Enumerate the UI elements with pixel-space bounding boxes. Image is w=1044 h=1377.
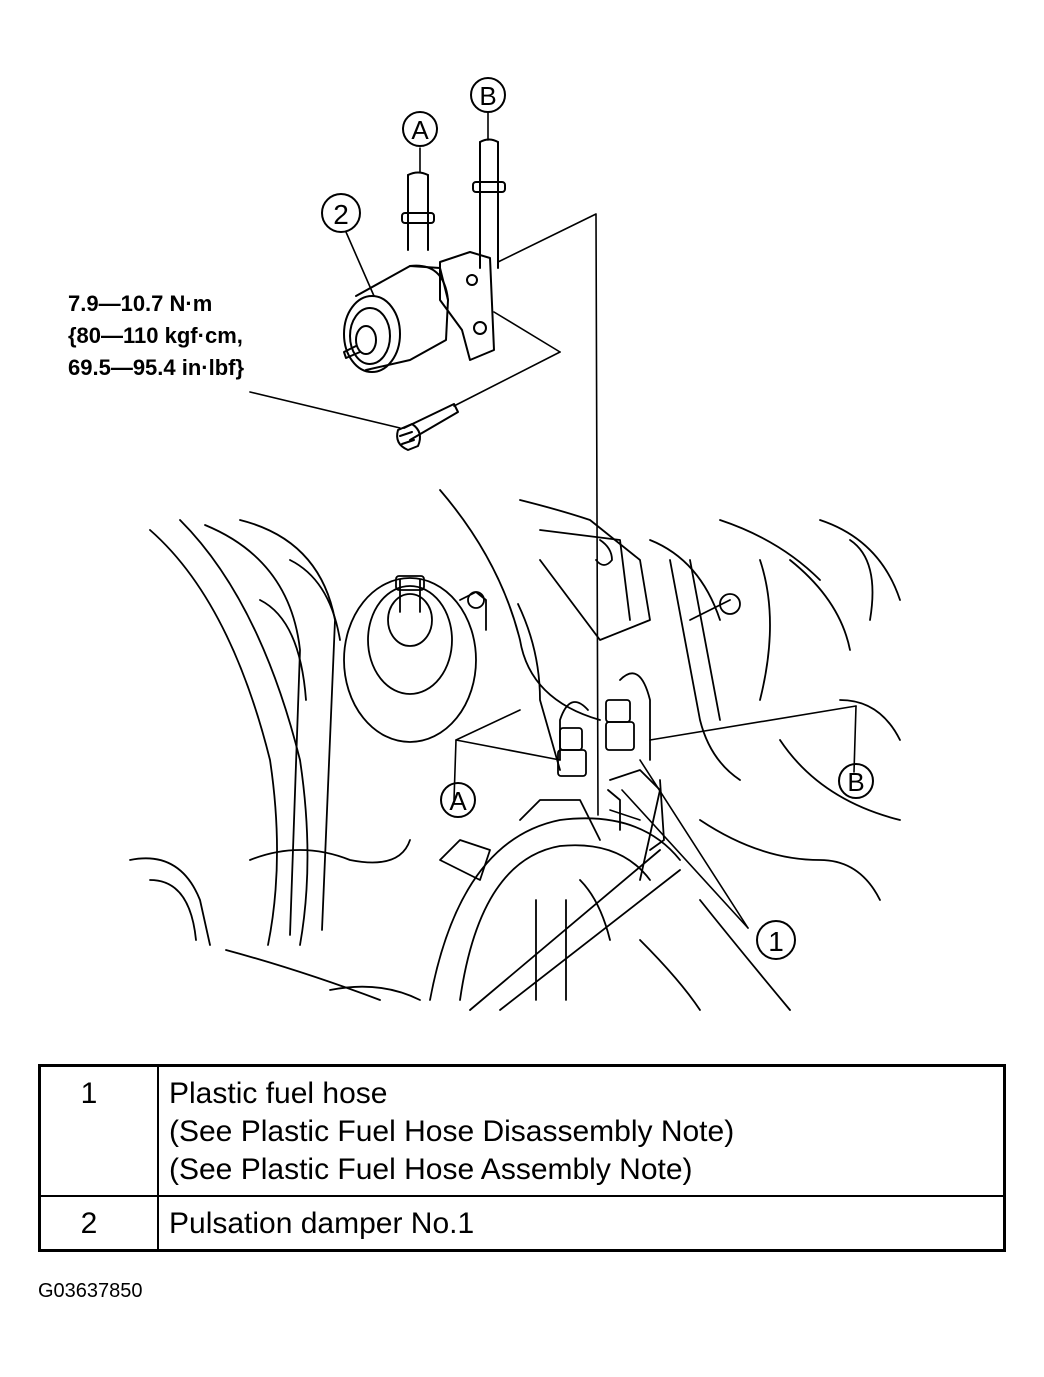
callout-a-bottom: A: [440, 782, 476, 818]
legend-row-number: 1: [38, 1064, 159, 1197]
figure-code: G03637850: [38, 1280, 143, 1302]
legend-line: Pulsation damper No.1: [169, 1207, 475, 1240]
legend-line: (See Plastic Fuel Hose Assembly Note): [169, 1153, 693, 1186]
legend-line: (See Plastic Fuel Hose Disassembly Note): [169, 1115, 735, 1148]
legend-row-description: Plastic fuel hose (See Plastic Fuel Hose…: [157, 1064, 1006, 1197]
callout-a-top-label: A: [411, 115, 429, 145]
engine-bay-illustration: [129, 489, 901, 1011]
callout-b-top-label: B: [479, 81, 496, 111]
pulsation-damper-illustration: [343, 138, 506, 373]
leader-lines-upper: [249, 111, 599, 816]
torque-spec-line-3: 69.5—95.4 in·lbf}: [68, 355, 245, 380]
leader-lines-lower: [453, 705, 857, 929]
callout-a-bottom-label: A: [449, 786, 467, 816]
callout-a-top: A: [402, 111, 438, 147]
legend-row: 1 Plastic fuel hose (See Plastic Fuel Ho…: [38, 1064, 1006, 1197]
parts-legend-table: 1 Plastic fuel hose (See Plastic Fuel Ho…: [38, 1064, 1006, 1252]
callout-one-label: 1: [768, 926, 784, 957]
torque-spec-line-1: 7.9—10.7 N·m: [68, 291, 213, 316]
callout-two: 2: [321, 193, 361, 233]
torque-spec-line-2: {80—110 kgf·cm,: [68, 323, 243, 348]
legend-row-description: Pulsation damper No.1: [157, 1195, 1006, 1252]
callout-one: 1: [756, 920, 796, 960]
bolt-illustration: [396, 403, 459, 451]
callout-b-right-label: B: [847, 767, 864, 797]
legend-line: Plastic fuel hose: [169, 1077, 388, 1110]
callout-b-right: B: [838, 763, 874, 799]
callout-two-label: 2: [333, 199, 349, 230]
torque-spec: 7.9—10.7 N·m {80—110 kgf·cm, 69.5—95.4 i…: [68, 288, 244, 384]
legend-row-number: 2: [38, 1195, 159, 1252]
legend-row: 2 Pulsation damper No.1: [38, 1195, 1006, 1252]
callout-b-top: B: [470, 77, 506, 113]
